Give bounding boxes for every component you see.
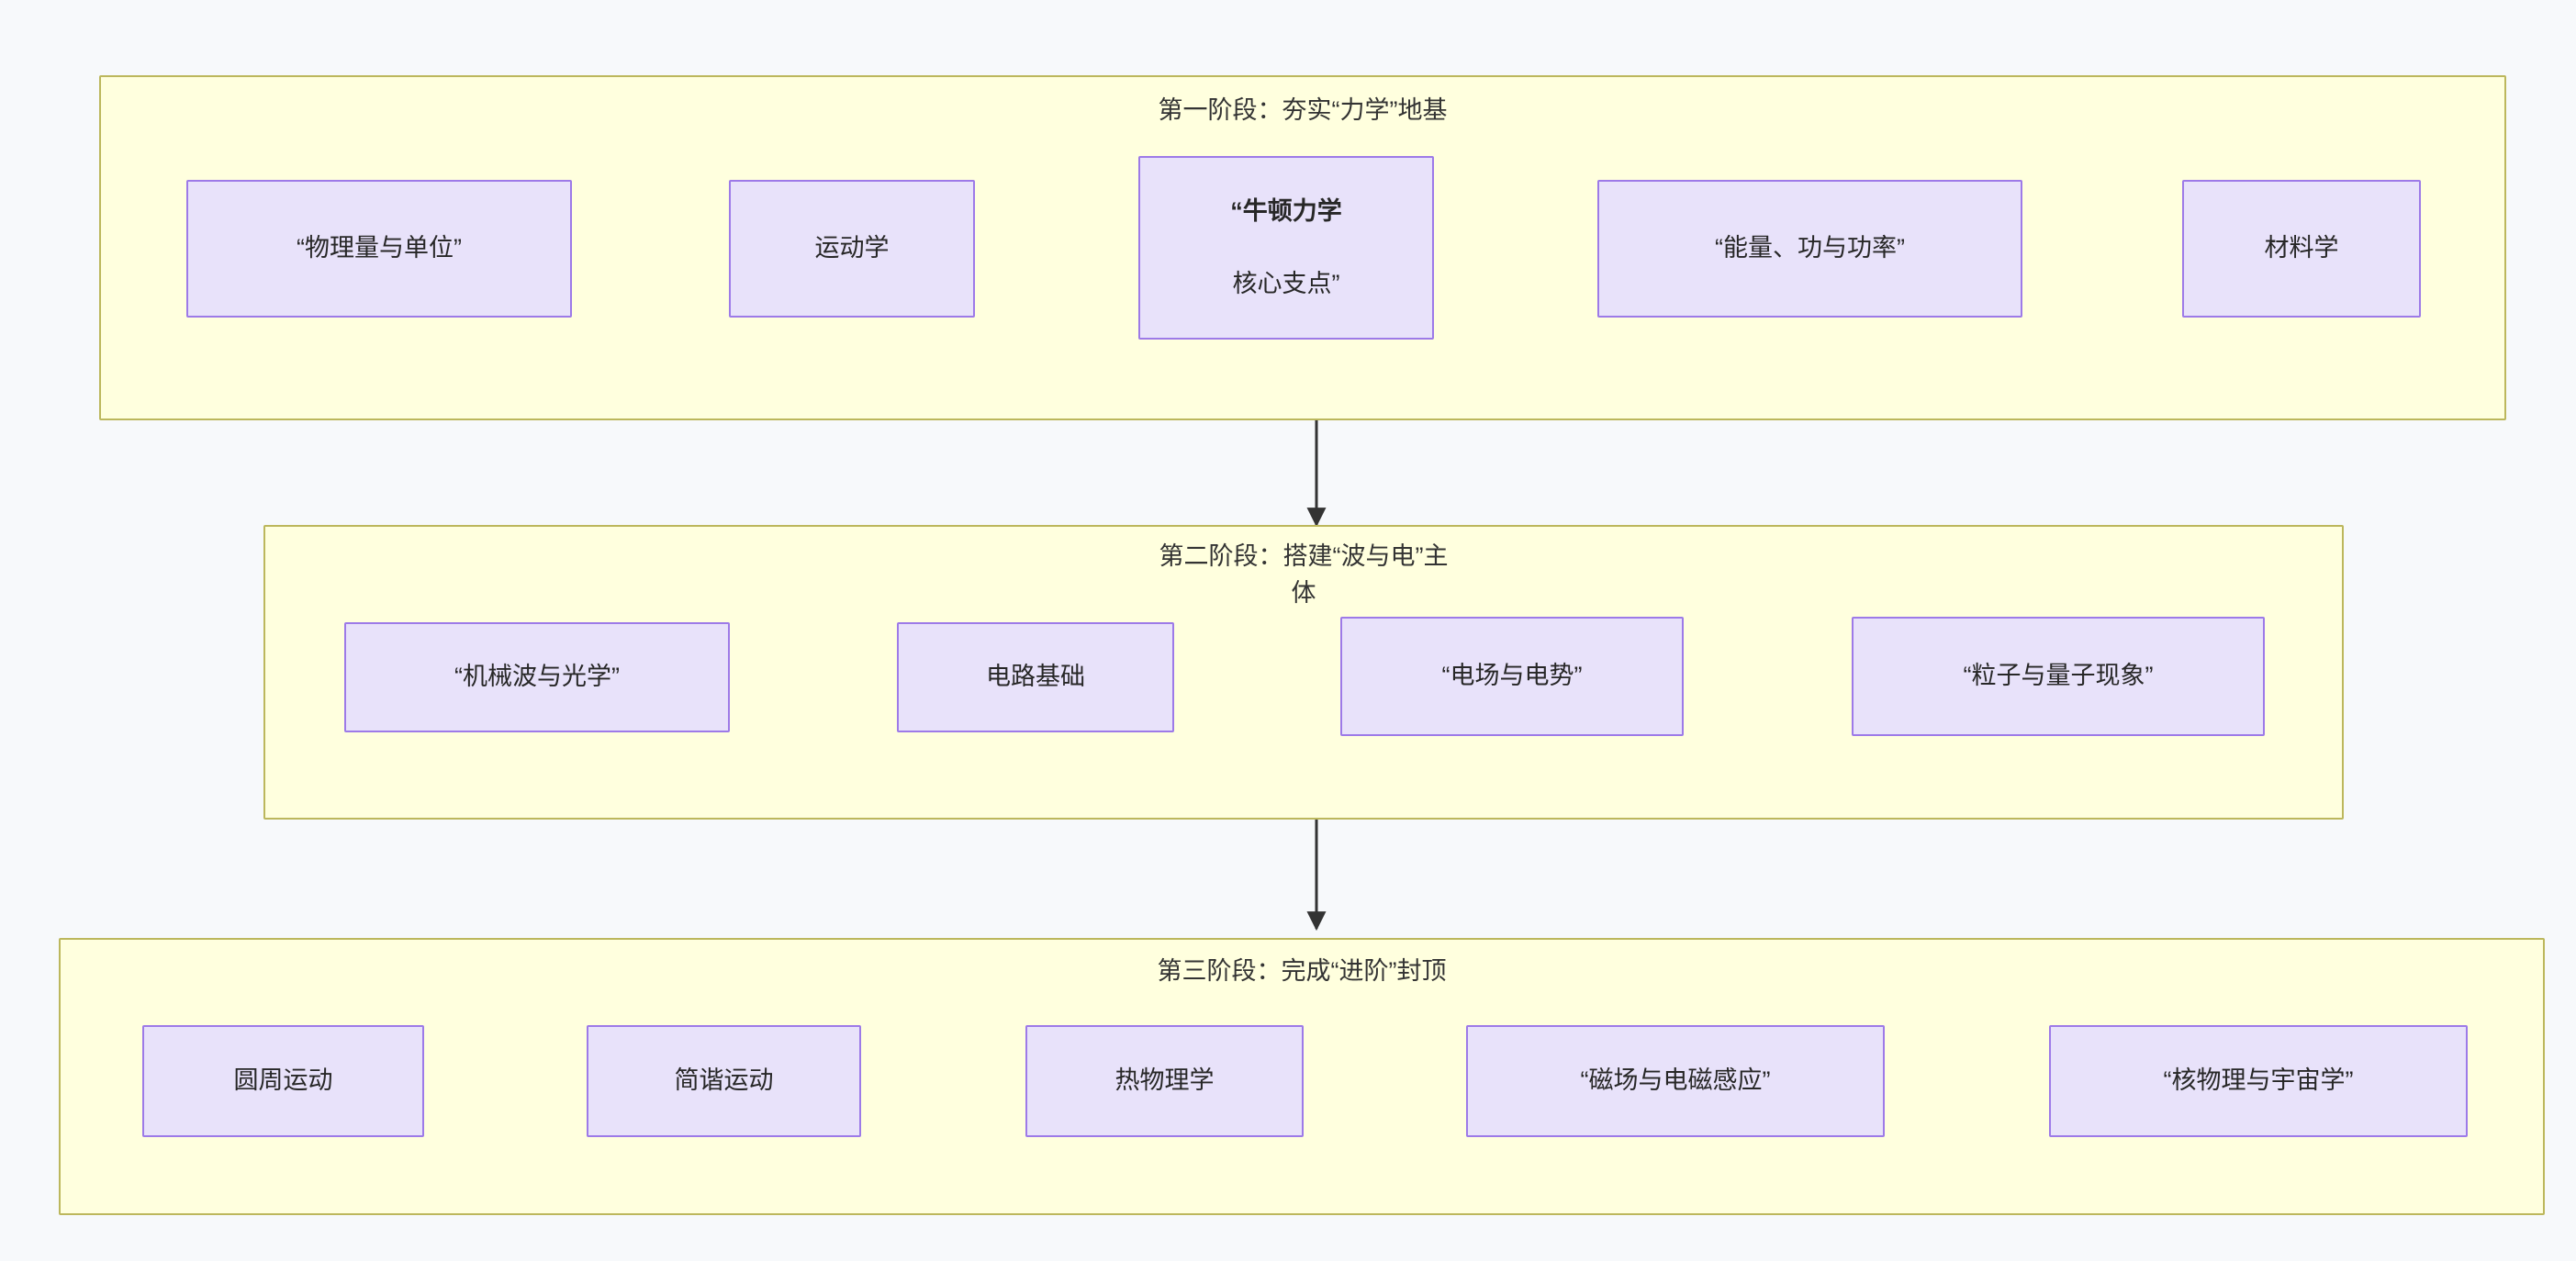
node-energy-work-and-power[interactable]: “能量、功与功率” bbox=[1597, 180, 2022, 318]
node-label-line-1: “牛顿力学 bbox=[1230, 197, 1342, 226]
node-newtonian-mechanics-core[interactable]: “牛顿力学 核心支点” bbox=[1138, 156, 1434, 340]
node-label: “能量、功与功率” bbox=[1715, 234, 1905, 262]
node-label: 圆周运动 bbox=[233, 1066, 333, 1095]
node-materials-science[interactable]: 材料学 bbox=[2182, 180, 2421, 318]
node-label: 材料学 bbox=[2264, 234, 2339, 262]
node-label: “粒子与量子现象” bbox=[1963, 662, 2154, 690]
phase-3-title: 第三阶段：完成“进阶”封顶 bbox=[1157, 957, 1447, 985]
node-magnetic-field-and-electromagnetic-induction[interactable]: “磁场与电磁感应” bbox=[1466, 1025, 1885, 1137]
node-circuit-fundamentals[interactable]: 电路基础 bbox=[897, 622, 1174, 732]
node-simple-harmonic-motion[interactable]: 简谐运动 bbox=[587, 1025, 861, 1137]
node-mechanical-waves-and-optics[interactable]: “机械波与光学” bbox=[344, 622, 730, 732]
node-electric-field-and-potential[interactable]: “电场与电势” bbox=[1340, 617, 1684, 736]
node-particles-and-quantum-phenomena[interactable]: “粒子与量子现象” bbox=[1852, 617, 2265, 736]
node-circular-motion[interactable]: 圆周运动 bbox=[142, 1025, 424, 1137]
node-label: 运动学 bbox=[814, 234, 890, 262]
node-label: “电场与电势” bbox=[1441, 662, 1583, 690]
node-label: “磁场与电磁感应” bbox=[1580, 1066, 1771, 1095]
node-label: 热物理学 bbox=[1114, 1066, 1215, 1095]
node-nuclear-physics-and-cosmology[interactable]: “核物理与宇宙学” bbox=[2049, 1025, 2468, 1137]
phase-2-title: 第二阶段：搭建“波与电”主 体 bbox=[1159, 542, 1449, 607]
node-thermal-physics[interactable]: 热物理学 bbox=[1025, 1025, 1304, 1137]
node-label: “机械波与光学” bbox=[454, 663, 620, 691]
node-label: “物理量与单位” bbox=[297, 234, 462, 262]
phase-1-title: 第一阶段：夯实“力学”地基 bbox=[1158, 96, 1448, 124]
node-kinematics[interactable]: 运动学 bbox=[729, 180, 975, 318]
node-label: 简谐运动 bbox=[674, 1066, 774, 1095]
node-physical-quantities-and-units[interactable]: “物理量与单位” bbox=[186, 180, 572, 318]
node-label-line-2: 核心支点” bbox=[1232, 269, 1340, 297]
node-label-group: “牛顿力学 核心支点” bbox=[1230, 158, 1342, 338]
node-label: 电路基础 bbox=[986, 663, 1085, 691]
node-label: “核物理与宇宙学” bbox=[2163, 1066, 2354, 1095]
